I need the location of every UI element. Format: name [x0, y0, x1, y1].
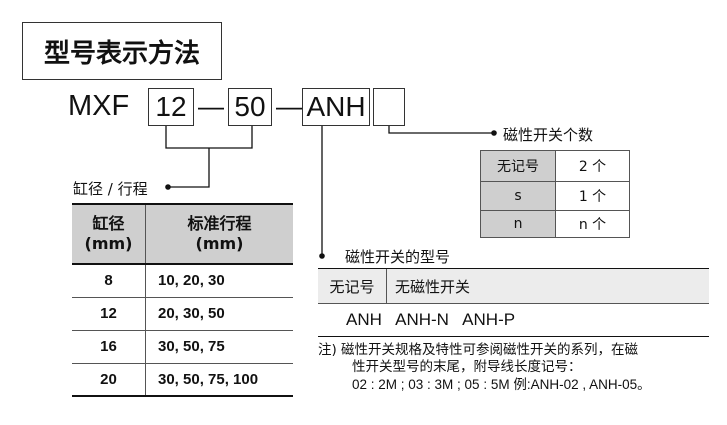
strokes-cell: 20, 30, 50	[158, 305, 225, 322]
switch-models-row: ANH ANH-N ANH-P	[318, 304, 709, 337]
switch-model-table: 无记号 无磁性开关 ANH ANH-N ANH-P	[318, 268, 709, 337]
table-row: 8 10, 20, 30	[72, 264, 293, 297]
code-bore-box: 12	[148, 88, 194, 126]
bore-stroke-label: 缸径 / 行程	[73, 180, 148, 198]
code-switch-model-box: ANH	[302, 88, 370, 126]
page-title: 型号表示方法	[22, 22, 222, 80]
bore-stroke-dot	[165, 184, 171, 190]
note: 注) 磁性开关规格及特性可参阅磁性开关的系列，在磁 性开关型号的末尾，附导线长度…	[318, 342, 723, 393]
count-value-cell: 2 个	[555, 150, 630, 182]
switch-model-dot	[319, 253, 325, 259]
note-line-3: 02 : 2M ; 03 : 3M ; 05 : 5M 例:ANH-02 , A…	[352, 377, 651, 392]
code-dash-1: —	[198, 91, 224, 121]
switch-count-table: 无记号 2 个 s 1 个 n n 个	[480, 150, 630, 238]
note-line-1: 注) 磁性开关规格及特性可参阅磁性开关的系列，在磁	[318, 342, 639, 358]
count-code-cell: 无记号	[480, 150, 556, 182]
stroke-table-header: 缸径(mm) 标准行程(mm)	[72, 204, 293, 264]
table-row: n n 个	[480, 210, 630, 238]
table-row: 无记号 2 个	[480, 150, 630, 182]
header-stroke: 标准行程(mm)	[145, 204, 293, 264]
no-mark-cell: 无记号	[318, 269, 387, 303]
header-bore: 缸径(mm)	[72, 204, 146, 264]
strokes-cell: 30, 50, 75	[158, 338, 225, 355]
switch-count-label: 磁性开关个数	[503, 126, 594, 144]
strokes-cell: 30, 50, 75, 100	[158, 370, 259, 388]
switch-model-label: 磁性开关的型号	[345, 248, 451, 266]
no-mark-desc-cell: 无磁性开关	[395, 277, 471, 296]
bore-cell: 8	[72, 264, 146, 297]
switch-model-header-row: 无记号 无磁性开关	[318, 268, 709, 304]
bore-cell: 16	[72, 330, 146, 363]
strokes-cell: 10, 20, 30	[158, 272, 225, 290]
table-row: 12 20, 30, 50	[72, 297, 293, 330]
note-line-2: 性开关型号的末尾，附导线长度记号：	[352, 359, 582, 375]
count-code-cell: s	[480, 181, 556, 211]
page-title-text: 型号表示方法	[43, 38, 200, 69]
bore-cell: 20	[72, 363, 146, 396]
code-prefix: MXF	[68, 90, 130, 122]
count-value-cell: n 个	[555, 210, 630, 238]
code-switch-count-box	[373, 88, 405, 126]
code-stroke-box: 50	[228, 88, 272, 126]
code-dash-2: —	[276, 91, 302, 121]
table-row: 16 30, 50, 75	[72, 330, 293, 363]
table-row: 20 30, 50, 75, 100	[72, 363, 293, 396]
count-code-cell: n	[480, 210, 556, 238]
count-value-cell: 1 个	[555, 181, 630, 211]
table-row: s 1 个	[480, 181, 630, 211]
switch-count-dot	[491, 130, 497, 136]
stroke-table: 缸径(mm) 标准行程(mm) 8 10, 20, 30 12 20, 30, …	[72, 203, 293, 397]
bore-cell: 12	[72, 297, 146, 330]
